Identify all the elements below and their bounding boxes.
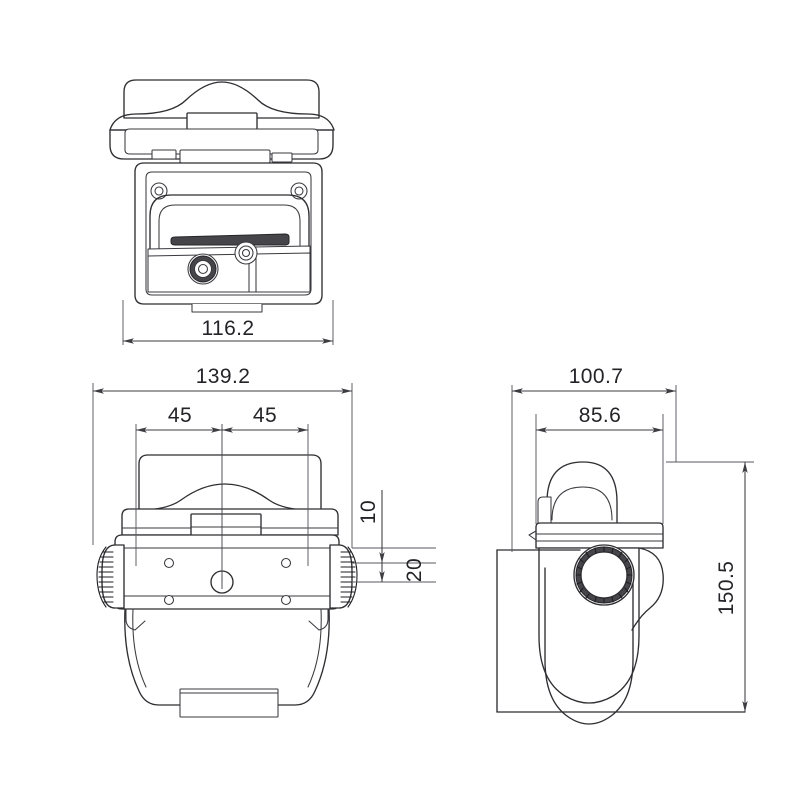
front-view-hole-lower-right <box>280 594 292 606</box>
side-view-right-bulge <box>631 547 664 631</box>
front-view-knurl-left-teeth <box>98 551 114 603</box>
dim-front-left-45-text: 45 <box>168 404 192 427</box>
front-view-lid-wave <box>138 483 312 511</box>
dim-front-height-20-text: 20 <box>403 558 426 582</box>
dim-side-overall-width-text: 100.7 <box>569 365 624 388</box>
top-view-hinge-lug-left <box>151 149 177 160</box>
side-view-body-profile <box>544 567 634 725</box>
front-view-lid <box>138 454 322 516</box>
hex-fitting-center <box>197 263 209 275</box>
top-view: 116.2 <box>109 79 335 345</box>
side-view-collar <box>535 522 664 549</box>
side-view-dome-inner <box>551 486 613 521</box>
dim-side-overall-height: 150.5 <box>715 462 748 712</box>
top-view-bottom-notch <box>191 304 263 313</box>
front-view-knurl-left <box>96 544 125 609</box>
side-view-dial-face <box>580 551 628 599</box>
top-view-hinge-lug-right <box>271 152 293 163</box>
dim-front-right-45-text: 45 <box>253 404 277 427</box>
top-view-small-port <box>234 241 258 265</box>
front-view-lower-body-inner-right <box>307 608 322 688</box>
dim-top-width-text: 116.2 <box>202 317 255 340</box>
dim-side-inner-width-text: 85.6 <box>579 404 621 427</box>
side-view-knurled-dial <box>573 544 635 606</box>
dim-front-overall-width-text: 139.2 <box>196 365 251 388</box>
dim-top-width: 116.2 <box>122 300 334 345</box>
dim-side-overall-width: 100.7 <box>512 365 676 394</box>
front-view-knurl-right-teeth <box>340 551 356 603</box>
top-view-lid-curve <box>109 81 335 131</box>
screw-top-right-inner <box>294 186 304 196</box>
front-view-lug-left <box>125 608 146 631</box>
side-view-dial-knurl-teeth <box>575 546 633 604</box>
top-view-dark-slot <box>170 233 290 246</box>
top-view-lid-recess <box>124 128 319 155</box>
front-view-hole-upper-right <box>280 557 292 569</box>
side-view-dome-lug <box>537 496 552 525</box>
front-view-foot-plate <box>179 688 279 718</box>
dim-front-overall-width: 139.2 <box>93 365 352 394</box>
dim-front-height-10-text: 10 <box>357 500 380 524</box>
front-view-knurl-left-arc <box>96 546 107 608</box>
top-view-body-inner-offset <box>145 171 312 296</box>
dim-front-height-10: 10 <box>352 490 436 564</box>
dim-front-spans: 45 45 <box>135 404 309 566</box>
small-port-bore <box>241 248 251 258</box>
front-view-lug-right <box>308 608 329 631</box>
dim-side-overall-height-text: 150.5 <box>715 561 738 616</box>
front-view-hole-lower-left <box>163 594 175 606</box>
top-view-plate-face <box>147 252 311 293</box>
screw-top-left-inner <box>154 186 164 196</box>
top-view-window-surround <box>149 194 310 259</box>
top-view-window-surround-inner <box>158 204 301 251</box>
dim-side-inner-width: 85.6 <box>536 404 663 433</box>
top-view-hex-fitting <box>187 253 219 285</box>
front-view-knurl-right-arc <box>347 546 358 608</box>
dim-front-height-20: 20 <box>352 558 436 583</box>
front-view-lower-body-inner-left <box>132 608 147 688</box>
side-view: 100.7 85.6 150.5 <box>496 365 754 725</box>
front-view-knurl-right <box>329 544 358 609</box>
front-view: 139.2 45 45 10 20 <box>92 365 436 718</box>
side-view-dome <box>546 461 618 525</box>
top-view-hinge-bar <box>179 149 271 164</box>
front-view-hole-upper-left <box>163 557 175 569</box>
side-view-collar-beak <box>528 530 537 541</box>
